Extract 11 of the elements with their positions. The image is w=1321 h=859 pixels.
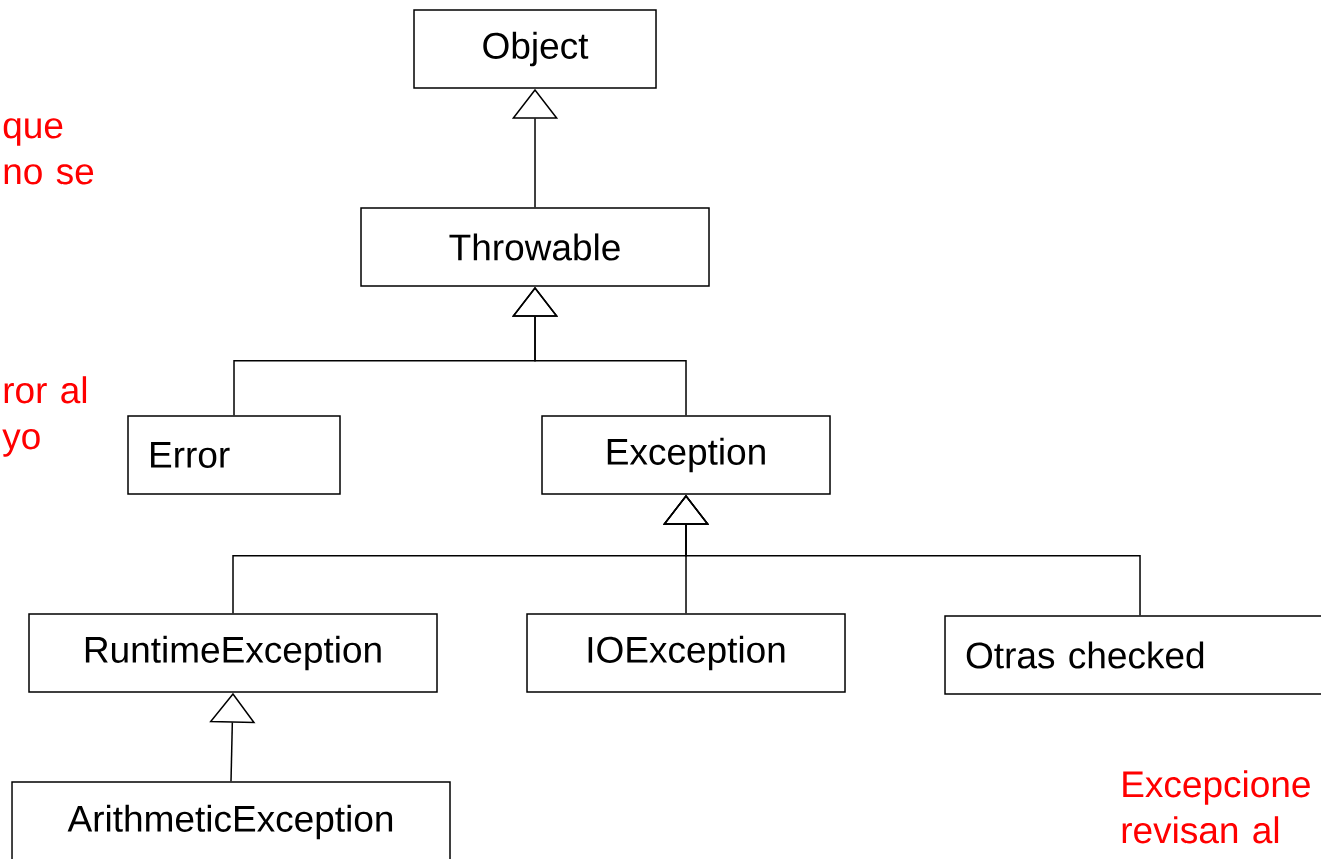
class-box: Exception bbox=[541, 415, 831, 495]
note-text: ror al yo bbox=[2, 376, 87, 457]
note-text: que no se bbox=[3, 118, 94, 185]
class-box: Throwable bbox=[360, 207, 710, 287]
class-box: IOException bbox=[526, 613, 846, 693]
class-box: RuntimeException bbox=[28, 613, 438, 693]
class-box: Error bbox=[127, 415, 341, 495]
note-text: Excepcione revisan al bbox=[1122, 770, 1310, 844]
class-box: Object bbox=[413, 9, 657, 89]
class-box: Otras checked bbox=[944, 615, 1321, 695]
class-box: ArithmeticException bbox=[11, 781, 451, 859]
